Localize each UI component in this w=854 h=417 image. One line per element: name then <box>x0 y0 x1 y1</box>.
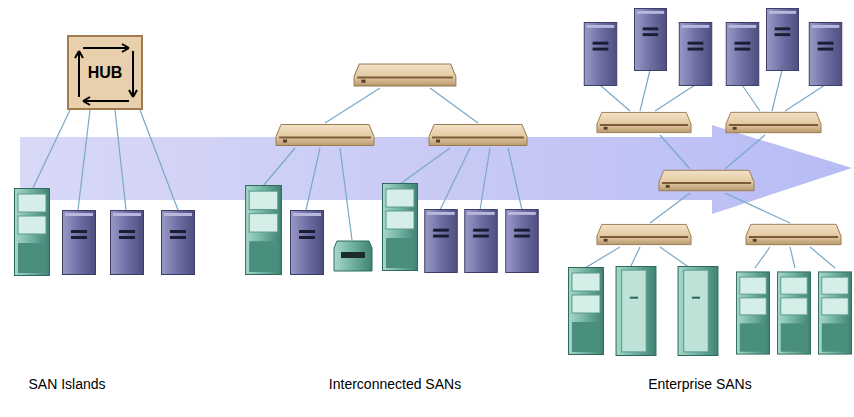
hub-label: HUB <box>88 64 123 82</box>
stage-caption: SAN Islands <box>28 376 105 392</box>
stage-caption: Interconnected SANs <box>329 376 461 392</box>
stage-caption: Enterprise SANs <box>648 376 751 392</box>
hub-box: HUB <box>67 35 143 110</box>
